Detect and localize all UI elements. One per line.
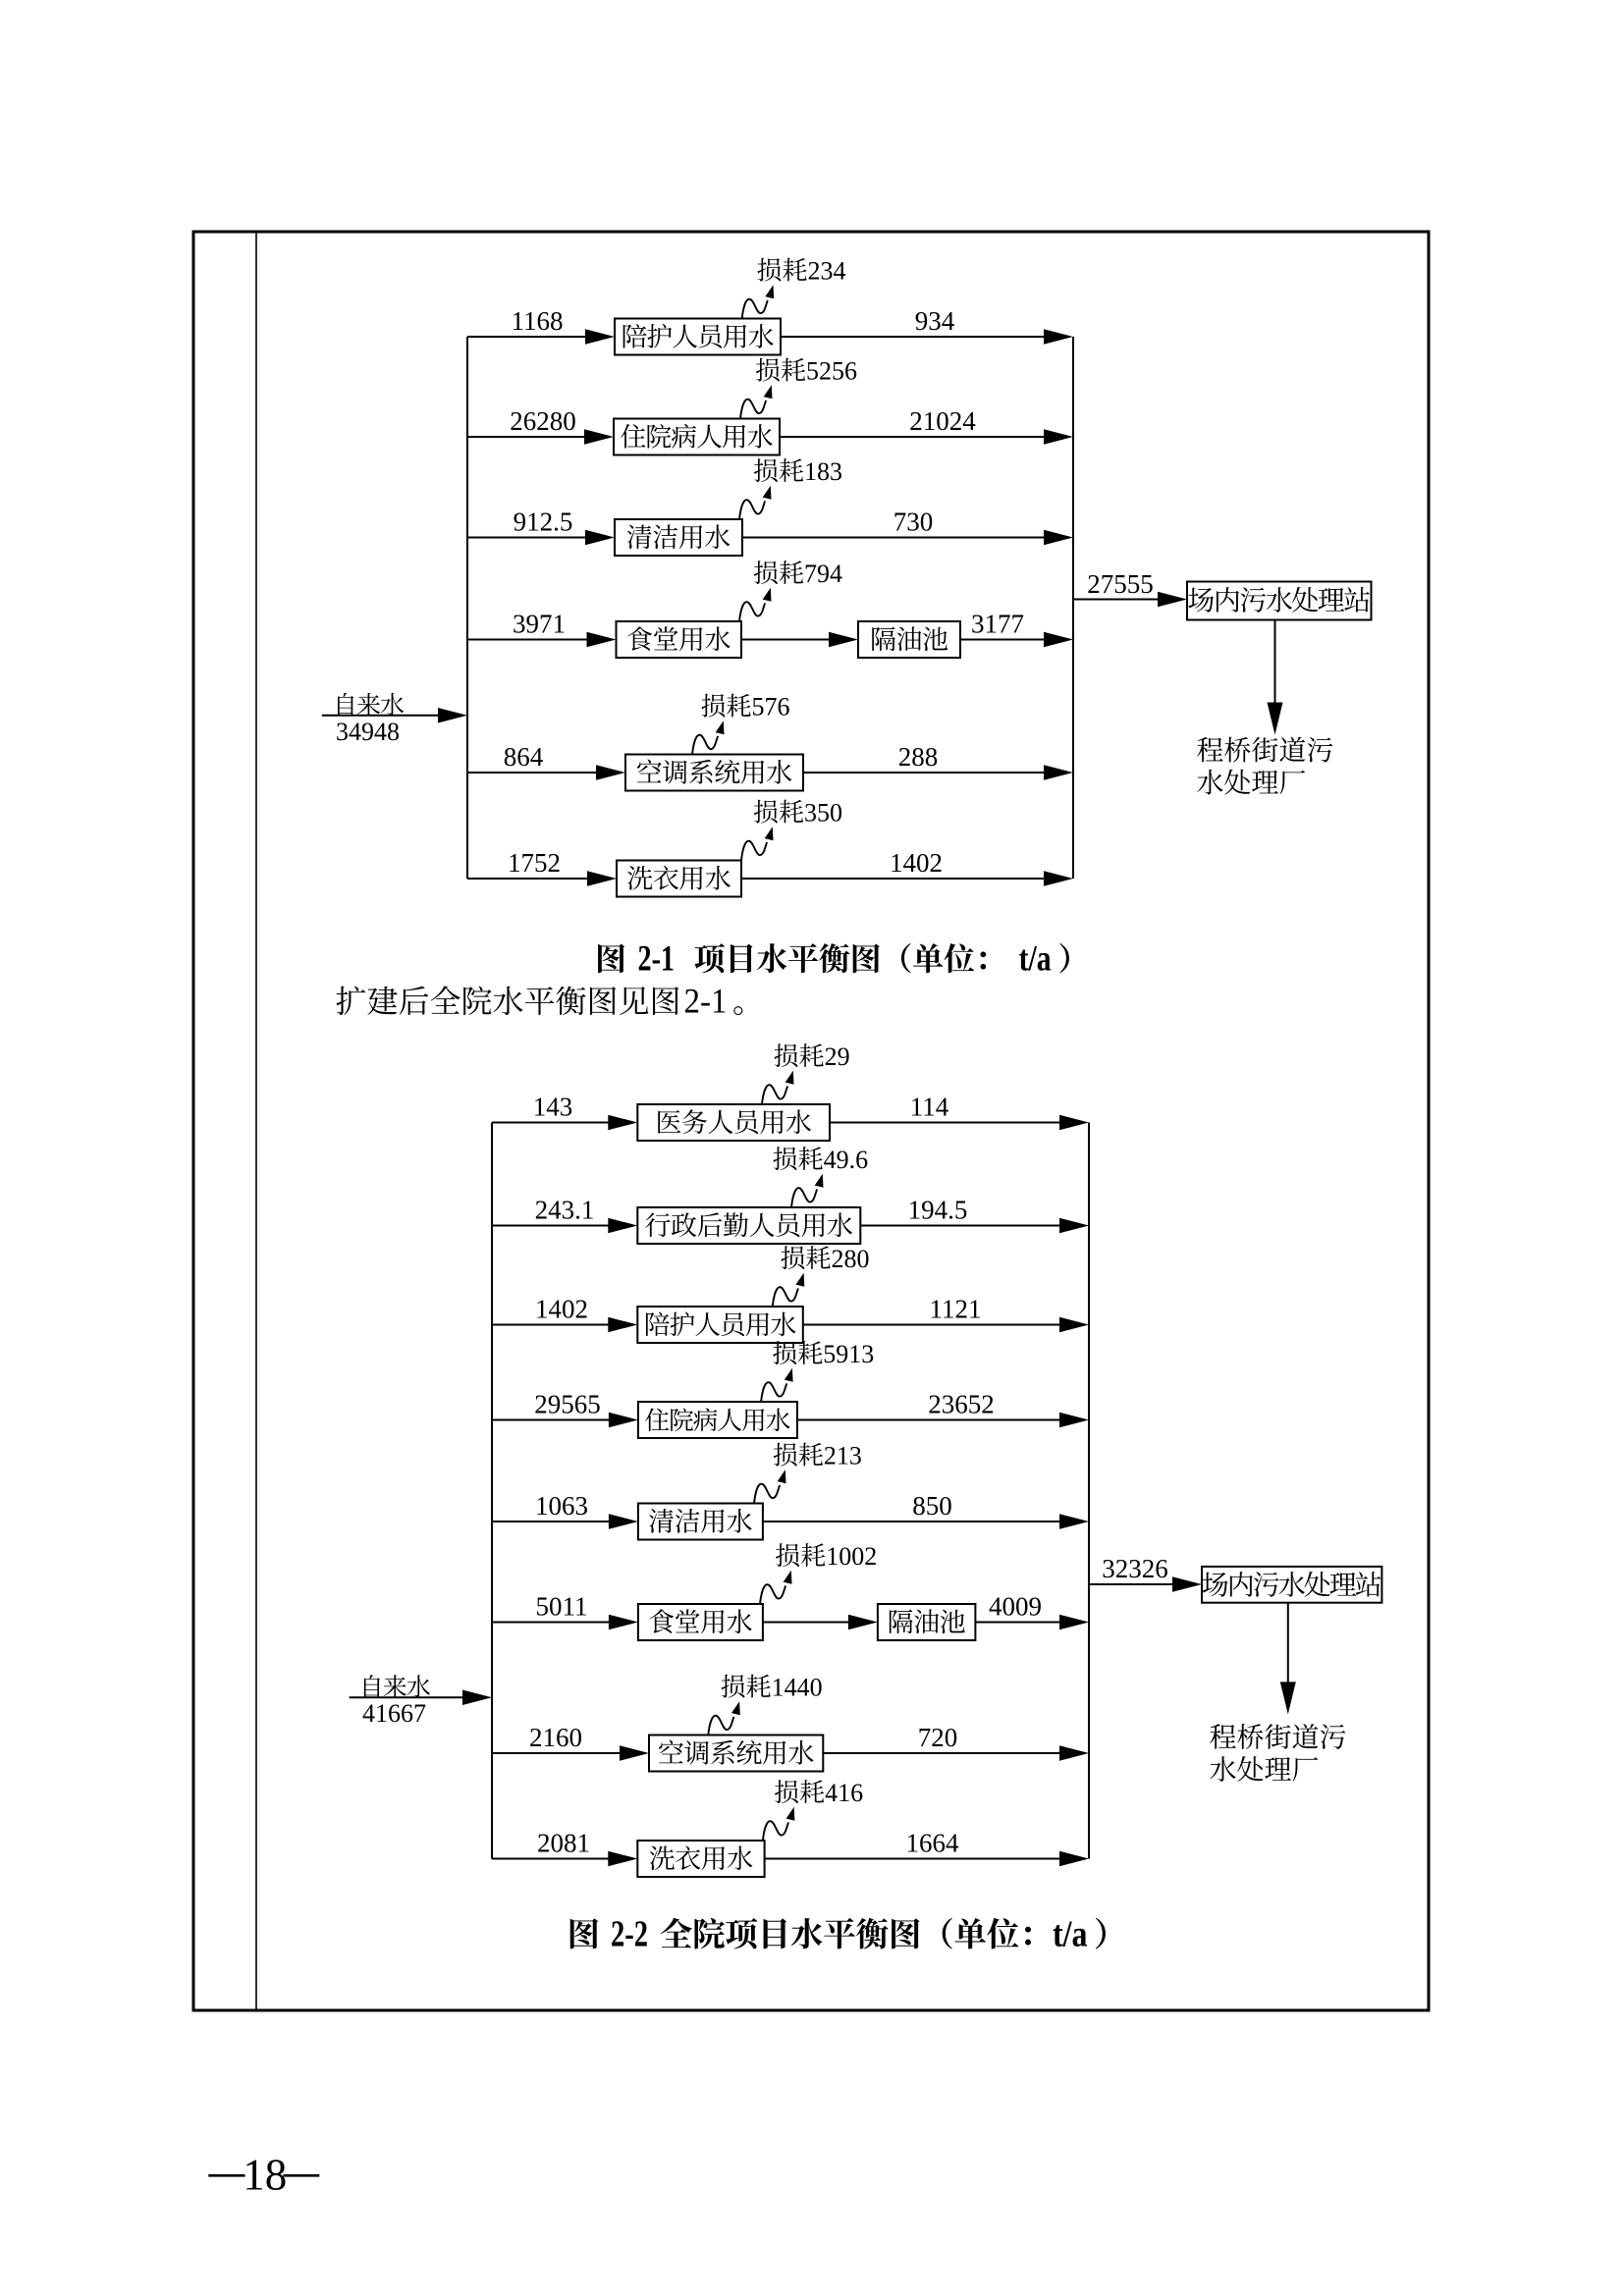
svg-text:18: 18 [243, 2151, 287, 2200]
svg-text:280: 280 [832, 1245, 870, 1273]
svg-text:114: 114 [910, 1093, 949, 1122]
svg-text:27555: 27555 [1087, 569, 1154, 599]
svg-text:288: 288 [898, 742, 939, 772]
svg-text:416: 416 [825, 1779, 863, 1807]
svg-text:794: 794 [804, 560, 842, 588]
svg-text:1002: 1002 [826, 1542, 877, 1571]
svg-text:4009: 4009 [989, 1592, 1042, 1622]
svg-text:1402: 1402 [890, 848, 943, 878]
svg-text:1121: 1121 [930, 1295, 982, 1324]
svg-text:350: 350 [804, 799, 842, 828]
svg-text:t/a: t/a [1053, 1913, 1088, 1954]
svg-text:21024: 21024 [909, 406, 976, 436]
svg-text:2081: 2081 [537, 1829, 590, 1858]
svg-text:2-1: 2-1 [684, 982, 728, 1021]
svg-text:3971: 3971 [513, 610, 566, 639]
svg-text:1664: 1664 [906, 1829, 960, 1858]
svg-text:5913: 5913 [823, 1340, 874, 1368]
svg-text:2-1: 2-1 [638, 938, 676, 979]
svg-text:1440: 1440 [772, 1674, 823, 1702]
svg-text:1063: 1063 [535, 1491, 588, 1521]
svg-text:49.6: 49.6 [824, 1146, 869, 1174]
svg-text:2160: 2160 [529, 1723, 582, 1752]
svg-text:730: 730 [893, 507, 934, 537]
svg-text:1402: 1402 [535, 1295, 588, 1324]
svg-text:29: 29 [825, 1042, 850, 1071]
svg-text:234: 234 [808, 257, 846, 286]
svg-text:2-2: 2-2 [611, 1913, 648, 1954]
svg-text:183: 183 [804, 457, 842, 486]
svg-text:720: 720 [918, 1723, 958, 1752]
svg-text:1752: 1752 [508, 848, 561, 878]
svg-text:850: 850 [912, 1491, 952, 1521]
svg-text:23652: 23652 [928, 1390, 995, 1419]
svg-text:41667: 41667 [362, 1699, 426, 1728]
svg-text:213: 213 [824, 1442, 862, 1470]
svg-text:934: 934 [915, 306, 955, 336]
svg-text:576: 576 [752, 693, 790, 721]
svg-text:5011: 5011 [536, 1592, 588, 1622]
svg-text:1168: 1168 [512, 306, 564, 336]
svg-text:912.5: 912.5 [514, 507, 573, 537]
svg-text:3177: 3177 [971, 610, 1024, 639]
svg-text:26280: 26280 [510, 406, 576, 436]
svg-text:29565: 29565 [534, 1390, 601, 1419]
svg-text:143: 143 [533, 1093, 573, 1122]
svg-text:34948: 34948 [336, 718, 400, 746]
svg-text:864: 864 [504, 742, 544, 772]
svg-text:5256: 5256 [806, 357, 857, 386]
svg-text:194.5: 194.5 [908, 1196, 968, 1225]
svg-text:243.1: 243.1 [535, 1196, 595, 1225]
svg-text:t/a: t/a [1019, 938, 1052, 979]
svg-text:32326: 32326 [1102, 1554, 1168, 1583]
